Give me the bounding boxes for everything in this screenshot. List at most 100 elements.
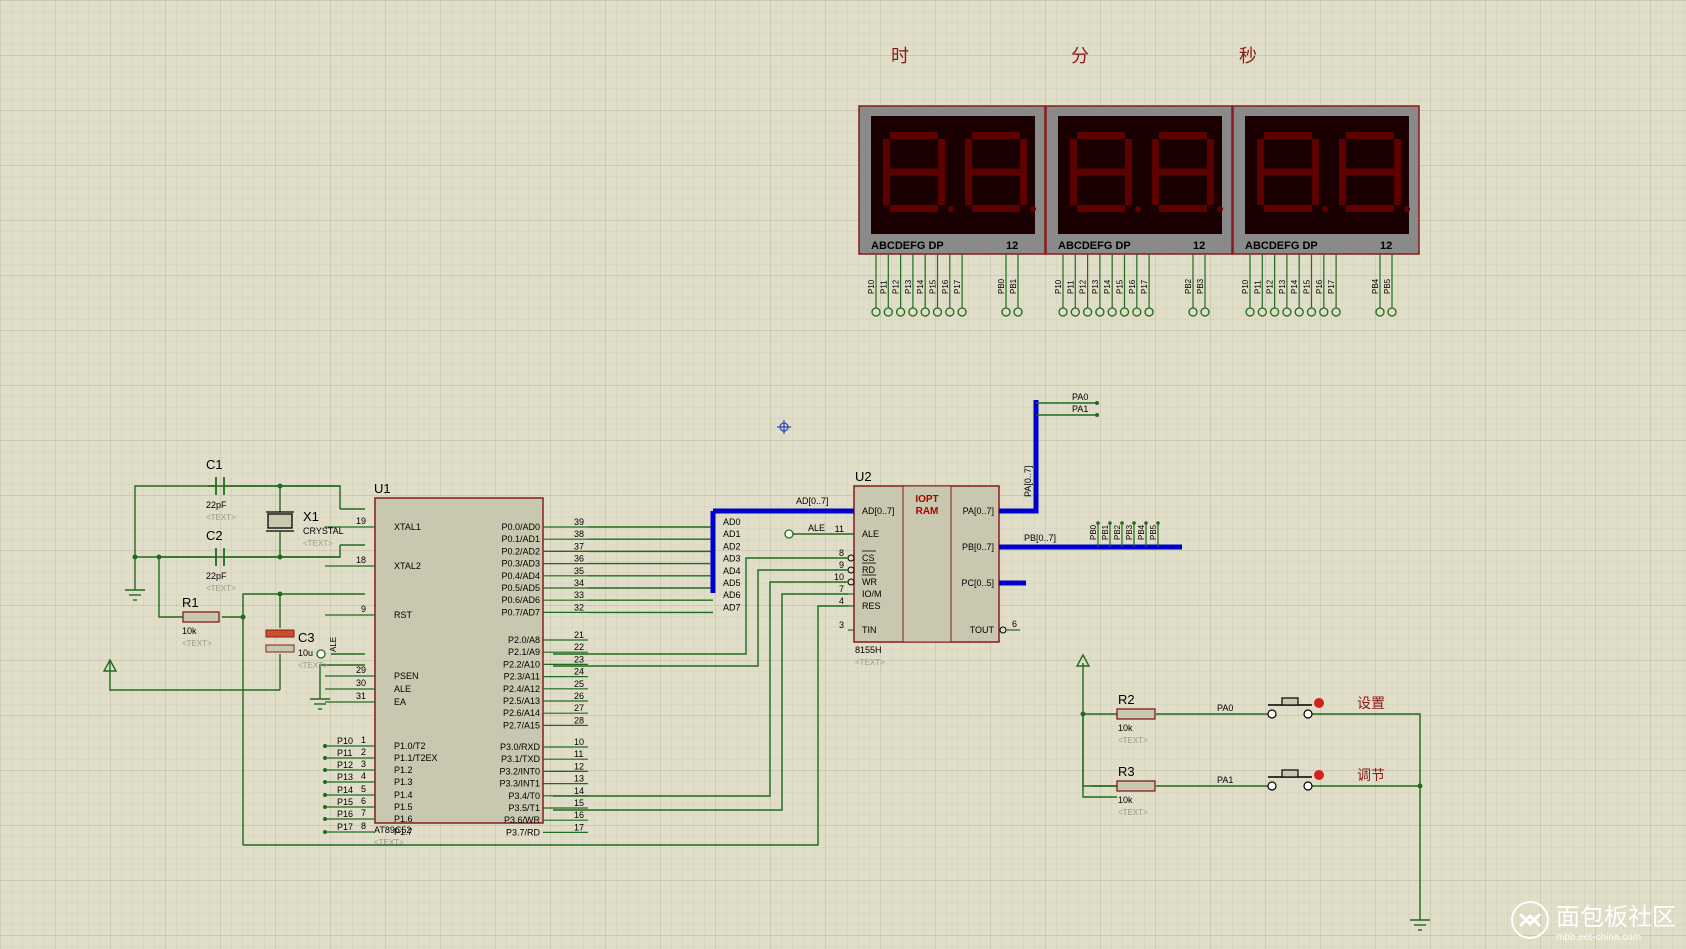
pin-terminal[interactable] — [1257, 307, 1267, 317]
pin-name: PB[0..7] — [962, 542, 994, 552]
segment — [1152, 172, 1159, 205]
pin-terminal[interactable] — [1082, 307, 1093, 317]
button-label-set: 设置 — [1357, 695, 1385, 711]
segment — [1394, 139, 1401, 172]
pin-terminal[interactable] — [1188, 307, 1198, 317]
pin-net-label: P10 — [867, 279, 876, 294]
pin-number: 4 — [839, 596, 844, 606]
pushbutton-set[interactable] — [1267, 697, 1324, 719]
r3-value: 10k — [1118, 795, 1133, 805]
pin-terminal[interactable] — [1058, 307, 1068, 317]
segment — [1070, 172, 1077, 205]
inversion-bubble — [847, 566, 855, 574]
pin-terminal[interactable] — [920, 307, 930, 317]
pin-terminal[interactable] — [1144, 307, 1154, 317]
pin-number: 22 — [574, 642, 584, 652]
pin-net-label: P16 — [941, 279, 950, 294]
capacitor-c2[interactable]: C2 22pF <TEXT> — [206, 528, 236, 593]
pin-number: 34 — [574, 578, 584, 588]
pb-tap-terminal — [1132, 521, 1136, 525]
pin-terminal[interactable] — [957, 307, 967, 317]
segment — [1257, 139, 1264, 172]
pin-net-label: PB2 — [1184, 278, 1193, 294]
pin-number: 19 — [356, 516, 366, 526]
pin-terminal[interactable] — [1119, 307, 1130, 317]
u1-ale-terminal[interactable] — [316, 649, 326, 659]
pin-number: 23 — [574, 654, 584, 664]
pin-terminal[interactable] — [895, 307, 906, 317]
segment-dp — [948, 206, 954, 212]
pushbutton-adjust[interactable] — [1267, 769, 1324, 791]
pin-name: CS — [862, 553, 875, 563]
pin-terminal[interactable] — [1319, 307, 1329, 317]
net-pa1: PA1 — [1072, 404, 1088, 414]
pin-number: 10 — [834, 572, 844, 582]
pin-terminal[interactable] — [1269, 307, 1280, 317]
pin-terminal[interactable] — [871, 307, 881, 317]
pin-net-label: P12 — [337, 760, 353, 770]
r2-ref: R2 — [1118, 692, 1135, 707]
pin-terminal[interactable] — [1375, 307, 1385, 317]
pa1-terminal — [1095, 413, 1099, 417]
pin-terminal[interactable] — [1001, 307, 1011, 317]
pin-terminal[interactable] — [1095, 307, 1105, 317]
pin-terminal[interactable] — [908, 307, 918, 317]
pin-terminal[interactable] — [932, 307, 943, 317]
pin-name: AD[0..7] — [862, 506, 895, 516]
ale-terminal[interactable] — [784, 529, 794, 539]
segment — [1339, 139, 1346, 172]
capacitor-c1[interactable]: C1 22pF <TEXT> — [206, 457, 236, 522]
resistor-r2[interactable]: R2 10k <TEXT> — [1116, 692, 1156, 745]
segment — [972, 205, 1020, 212]
pin-net-label: P13 — [337, 772, 353, 782]
pin-terminal[interactable] — [1294, 307, 1304, 317]
segment — [1264, 168, 1312, 176]
pin-terminal[interactable] — [1245, 307, 1255, 317]
resistor-r1[interactable]: R1 10k <TEXT> — [182, 595, 220, 648]
pin-net-label: P17 — [337, 822, 353, 832]
segment — [1077, 168, 1125, 176]
pin-terminal[interactable] — [1306, 307, 1317, 317]
pin-terminal[interactable] — [1013, 307, 1023, 317]
pin-terminal[interactable] — [1282, 307, 1292, 317]
pin-net-label: P14 — [1290, 279, 1299, 294]
segment-dp — [1135, 206, 1141, 212]
pin-name: P1.1/T2EX — [394, 753, 438, 763]
pin-terminal[interactable] — [1107, 307, 1117, 317]
pin-net-label: P14 — [1103, 279, 1112, 294]
pin-name: P2.7/A15 — [503, 720, 540, 730]
pin-terminal[interactable] — [1070, 307, 1080, 317]
pin-terminal[interactable] — [883, 307, 893, 317]
u1-microcontroller[interactable]: U1 AT89C52 <TEXT> 19XTAL118XTAL29RST29PS… — [323, 481, 588, 847]
pin-net-label: P15 — [337, 797, 353, 807]
segment — [1159, 205, 1207, 212]
capacitor-c3[interactable]: C3 10u <TEXT> — [265, 629, 328, 670]
pin-terminal[interactable] — [1331, 307, 1341, 317]
c1-text: <TEXT> — [206, 513, 236, 522]
pin-terminal[interactable] — [1132, 307, 1142, 317]
pin-net-label: P10 — [1054, 279, 1063, 294]
c2-ref: C2 — [206, 528, 223, 543]
pin-name: P2.3/A11 — [504, 672, 540, 682]
pin-name: RES — [862, 601, 881, 611]
c1-value: 22pF — [206, 500, 227, 510]
net-ad-bus: AD[0..7] — [796, 496, 829, 506]
crystal-x1[interactable]: X1 CRYSTAL <TEXT> — [266, 509, 344, 548]
power-arrow-icon — [1075, 653, 1091, 667]
pin-net-label: PB1 — [1009, 278, 1018, 294]
pin-terminal[interactable] — [945, 307, 955, 317]
segment — [1070, 139, 1077, 172]
pin-number: 14 — [574, 786, 584, 796]
pin-terminal[interactable] — [1200, 307, 1210, 317]
resistor-r3[interactable]: R3 10k <TEXT> — [1116, 764, 1156, 817]
pin-terminal[interactable] — [1387, 307, 1397, 317]
pin-number: 26 — [574, 691, 584, 701]
pin-number: 6 — [361, 796, 366, 806]
c3-ref: C3 — [298, 630, 315, 645]
